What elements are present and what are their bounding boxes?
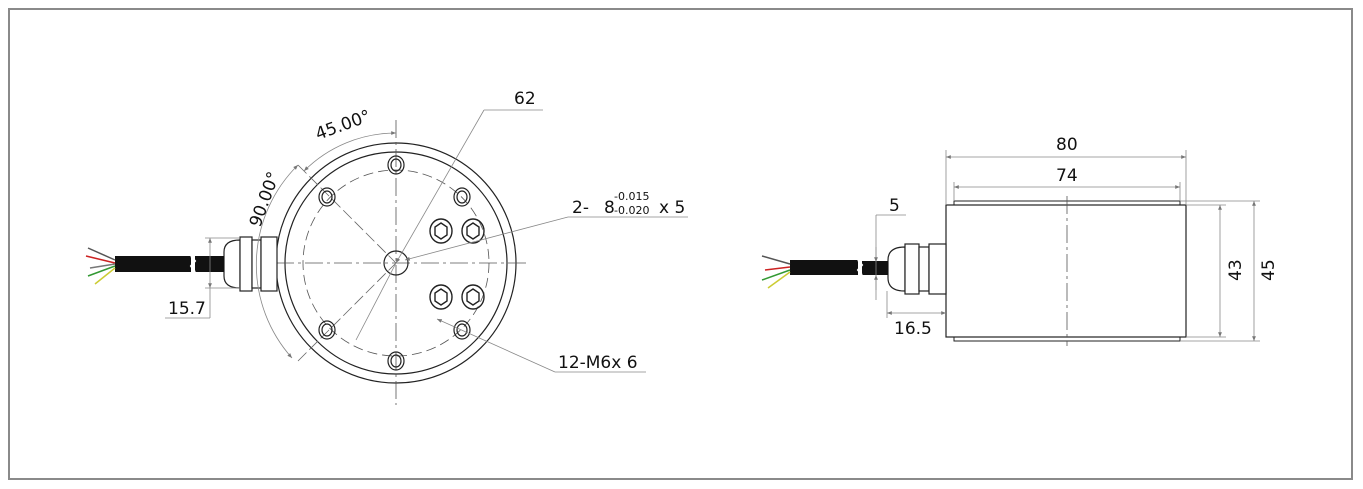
drawing-frame [8,8,1353,480]
side-cable-gland [887,243,947,295]
dim-cable-offset-5: 5 [889,196,900,216]
cable [85,247,224,285]
hex-socket-screws [429,218,485,310]
dim-gland-length-16-5: 16.5 [894,319,932,339]
pin-tolerance-lower: -0.020 [614,204,649,217]
front-view: 62 45.00° 90.00° 15.7 2- 8 -0.015 -0.020… [85,89,688,405]
dim-angle-90: 90.00° [246,169,284,230]
dim-diameter-62: 62 [514,89,536,109]
dim-cable-15-7: 15.7 [168,299,206,319]
front-dimension-lines [165,109,688,373]
dim-body-width-74: 74 [1056,166,1078,186]
pin-tolerance-upper: -0.015 [614,190,649,203]
pin-callout-depth: x 5 [659,198,685,218]
cable-gland [223,236,278,292]
thread-callout: 12-M6x 6 [558,353,638,373]
side-dimension-lines [874,150,1260,342]
dim-height-43: 43 [1226,259,1246,281]
side-cable [761,255,888,289]
bottom-flange [953,336,1181,342]
pin-callout-prefix: 2- [572,198,589,218]
sensor-body [945,204,1187,338]
dim-total-width-80: 80 [1056,135,1078,155]
mounting-holes [318,155,471,371]
dim-angle-45: 45.00° [313,106,374,144]
dim-height-45: 45 [1259,259,1279,281]
center-pin-hole [383,250,409,276]
pin-callout-nominal: 8 [604,198,615,218]
side-view: 80 74 5 16.5 43 45 [761,135,1279,346]
